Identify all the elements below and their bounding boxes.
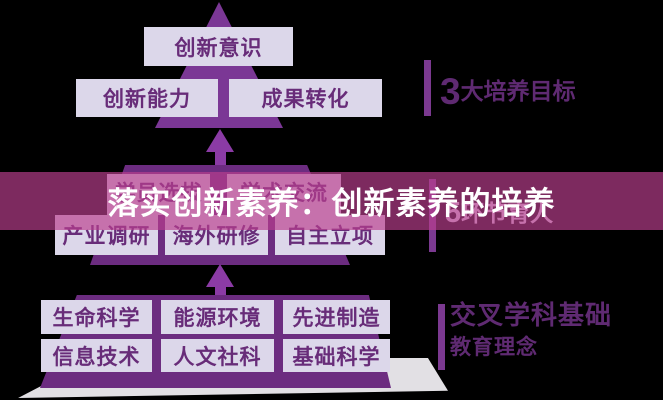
- tier1-box-innovation-awareness: 创新意识: [144, 27, 293, 66]
- caption-text: 落实创新素养：创新素养的培养: [107, 185, 556, 221]
- tier1-label-bar: [424, 60, 431, 116]
- up-arrow-icon: [206, 129, 234, 152]
- tier3-box-humanities-social-science: 人文社科: [161, 339, 274, 372]
- up-arrow-shaft: [215, 151, 226, 172]
- tier3-box-energy-environment: 能源环境: [161, 300, 274, 334]
- tier3-box-life-science: 生命科学: [41, 300, 152, 334]
- up-arrow-shaft: [215, 286, 226, 300]
- tier1-box-achievement-transformation: 成果转化: [229, 79, 382, 117]
- tier3-side-label: 交叉学科基础 教育理念: [450, 301, 612, 359]
- tier3-box-basic-science: 基础科学: [283, 339, 390, 372]
- tier3-box-information-technology: 信息技术: [41, 339, 152, 372]
- tier3-label-line2: 教育理念: [450, 335, 538, 359]
- tier1-label-number: 3: [440, 70, 461, 112]
- tier3-label-bar: [438, 304, 445, 370]
- tier3-label-line1: 交叉学科基础: [450, 300, 613, 330]
- up-arrow-icon: [206, 264, 234, 287]
- caption-banner: 落实创新素养：创新素养的培养: [0, 172, 663, 230]
- tier3-box-advanced-manufacturing: 先进制造: [283, 300, 390, 334]
- tier1-box-innovation-ability: 创新能力: [76, 79, 218, 117]
- tier1-label-text: 大培养目标: [460, 77, 576, 104]
